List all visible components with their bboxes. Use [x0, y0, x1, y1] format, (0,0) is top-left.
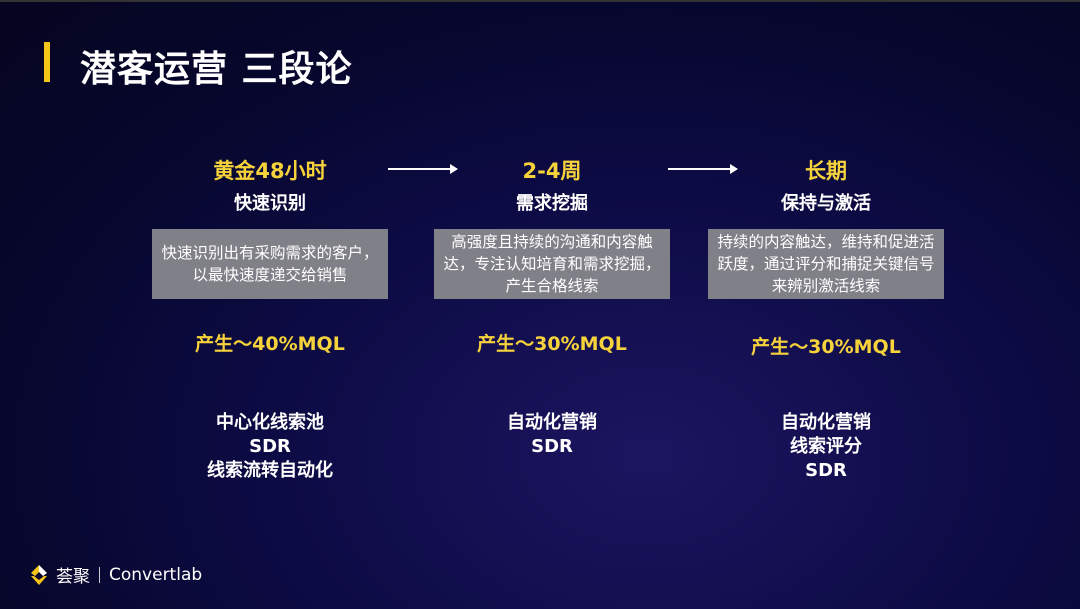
stage-column-3: 长期 保持与激活 持续的内容触达，维持和促进活跃度，通过评分和捕捉关键信号来辨别…: [706, 155, 946, 483]
brand-logo: 荟聚 Convertlab: [28, 562, 202, 587]
tool: 自动化营销: [781, 412, 871, 433]
arrow-right-icon: [668, 164, 738, 174]
logo-cn: 荟聚: [56, 567, 90, 587]
mql-share: 产生～40%MQL: [195, 333, 345, 355]
logo-divider: [99, 566, 100, 583]
stage-name: 需求挖掘: [516, 193, 588, 214]
stage-column-1: 黄金48小时 快速识别 快速识别出有采购需求的客户，以最快速度递交给销售 产生～…: [150, 155, 390, 483]
top-border: [0, 0, 1080, 2]
mql-share: 产生～30%MQL: [477, 333, 627, 355]
period: 2-4周: [522, 159, 582, 183]
tool: SDR: [805, 460, 847, 481]
stage-description: 高强度且持续的沟通和内容触达，专注认知培育和需求挖掘，产生合格线索: [434, 229, 670, 299]
tool: SDR: [531, 436, 573, 457]
tool: 线索评分: [790, 436, 862, 457]
tool: 中心化线索池: [216, 412, 324, 433]
tools-list: 自动化营销 SDR: [432, 411, 672, 459]
logo-en: Convertlab: [109, 564, 203, 585]
tool: 自动化营销: [507, 412, 597, 433]
tools-list: 中心化线索池 SDR 线索流转自动化: [150, 411, 390, 483]
logo-icon: [31, 564, 47, 585]
stage-name: 保持与激活: [781, 193, 871, 214]
tool: 线索流转自动化: [207, 460, 333, 481]
stage-description: 快速识别出有采购需求的客户，以最快速度递交给销售: [152, 229, 388, 299]
mql-share: 产生～30%MQL: [751, 336, 901, 358]
page-title: 潜客运营 三段论: [80, 49, 353, 90]
stage-description: 持续的内容触达，维持和促进活跃度，通过评分和捕捉关键信号来辨别激活线索: [708, 229, 944, 299]
period: 黄金48小时: [213, 159, 327, 183]
tool: SDR: [249, 436, 291, 457]
stage-column-2: 2-4周 需求挖掘 高强度且持续的沟通和内容触达，专注认知培育和需求挖掘，产生合…: [432, 155, 672, 459]
period: 长期: [805, 159, 847, 183]
tools-list: 自动化营销 线索评分 SDR: [706, 411, 946, 483]
arrow-right-icon: [388, 164, 458, 174]
title-accent-bar: [44, 42, 50, 82]
stage-name: 快速识别: [234, 193, 306, 214]
